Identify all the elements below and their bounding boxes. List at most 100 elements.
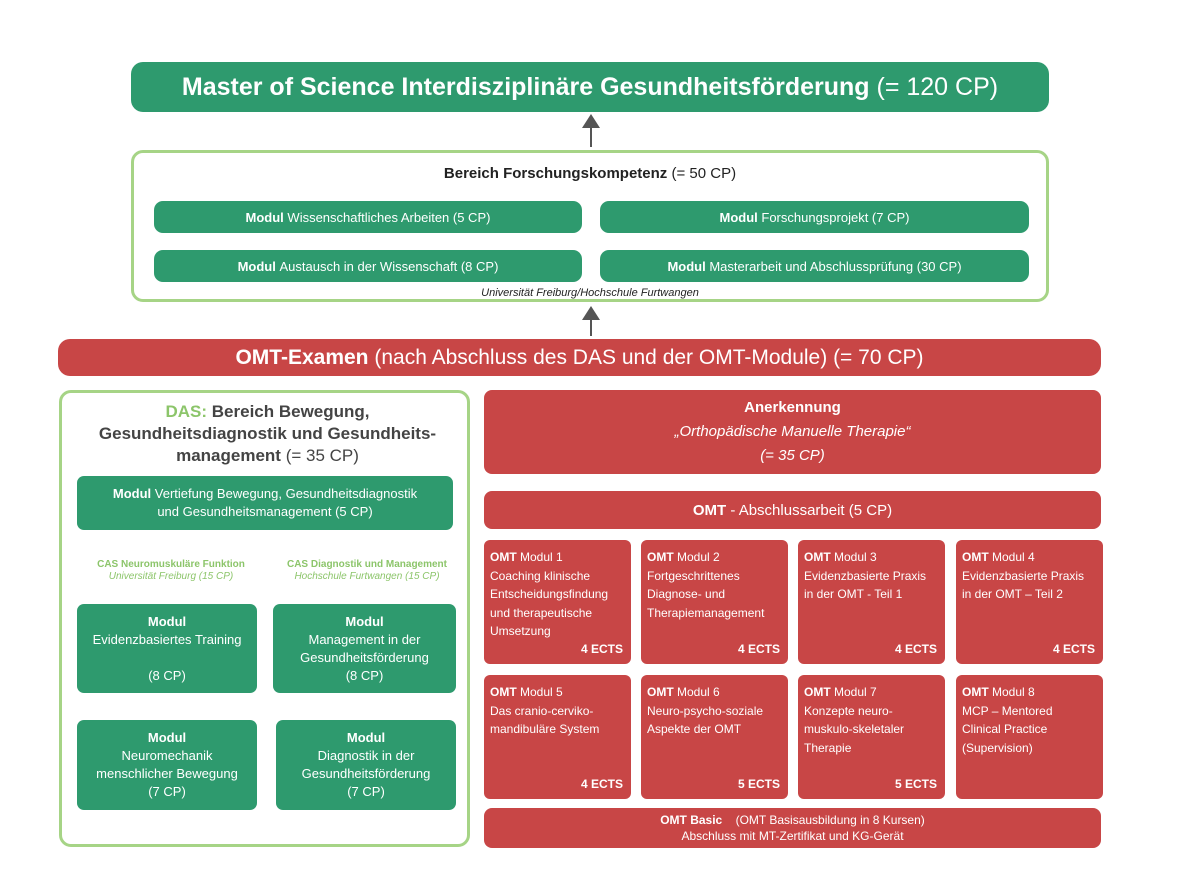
research-area-name: Bereich Forschungskompetenz: [443, 165, 668, 182]
omt-basic-detail: (OMT Basisausbildung in 8 Kursen): [735, 813, 925, 827]
omt-module-ects: 4 ECTS: [1052, 641, 1095, 656]
module-scientific-work: Modul Wissenschaftliches Arbeiten (5 CP): [154, 201, 582, 233]
omt-module-title: Modul 7: [834, 685, 877, 699]
omt-basic-title: OMT Basic: [660, 813, 723, 827]
module-line: Management in der: [308, 631, 421, 647]
omt-exam-detail: (nach Abschluss des DAS und der OMT-Modu…: [374, 345, 924, 369]
cas-neuromuscular: CAS Neuromuskuläre Funktion Universität …: [72, 559, 270, 583]
omt-module-title: Modul 2: [677, 550, 720, 564]
das-label: DAS:: [165, 402, 208, 421]
omt-module-desc: (Supervision): [962, 740, 1033, 755]
module-evidence-training: Modul Evidenzbasiertes Training (8 CP): [77, 604, 257, 693]
module-line: Diagnostik in der: [317, 748, 415, 763]
omt-module-ects: 4 ECTS: [894, 641, 937, 656]
omt-module-title: Modul 8: [992, 685, 1035, 699]
omt-module-desc: Konzepte neuro-: [804, 703, 893, 718]
research-competence-area: Bereich Forschungskompetenz (= 50 CP) Mo…: [131, 150, 1049, 302]
omt-module-ects: 4 ECTS: [580, 641, 623, 656]
omt-thesis-prefix: OMT: [692, 501, 727, 519]
omt-module-desc: und therapeutische: [490, 605, 593, 620]
cas-diagnostics: CAS Diagnostik und Management Hochschule…: [268, 559, 466, 583]
module-label: Masterarbeit und Abschlussprüfung (30 CP…: [709, 258, 962, 274]
omt-module-desc: Therapiemanagement: [647, 605, 765, 620]
module-master-thesis: Modul Masterarbeit und Abschlussprüfung …: [600, 250, 1029, 282]
module-label: Wissenschaftliches Arbeiten (5 CP): [287, 209, 491, 225]
module-line: und Gesundheitsmanagement (5 CP): [157, 504, 373, 519]
omt-module-desc: Coaching klinische: [490, 568, 591, 583]
recognition-box: Anerkennung „Orthopädische Manuelle Ther…: [484, 390, 1101, 474]
module-cp: (7 CP): [148, 784, 186, 799]
module-prefix: Modul: [667, 258, 706, 274]
omt-exam-header: OMT-Examen (nach Abschluss des DAS und d…: [58, 339, 1101, 376]
omt-module-title: Modul 1: [520, 550, 563, 564]
module-line: Gesundheitsförderung: [300, 649, 429, 665]
omt-exam-title: OMT-Examen: [235, 345, 369, 369]
module-prefix: Modul: [147, 613, 187, 629]
module-prefix: Modul: [112, 486, 152, 501]
omt-module-desc: Therapie: [804, 740, 852, 755]
module-neuromechanics: Modul Neuromechanik menschlicher Bewegun…: [77, 720, 257, 810]
omt-module-prefix: OMT: [490, 685, 517, 699]
module-cp: (8 CP): [148, 667, 186, 683]
omt-module-desc: Das cranio-cerviko-: [490, 703, 594, 718]
module-cp: (8 CP): [345, 667, 384, 683]
omt-module-desc: Evidenzbasierte Praxis: [962, 568, 1085, 583]
module-deepening: Modul Vertiefung Bewegung, Gesundheitsdi…: [77, 476, 453, 530]
omt-module-ects: 5 ECTS: [894, 776, 937, 791]
module-prefix: Modul: [237, 258, 276, 274]
omt-module-heading: OMT Modul 1: [490, 548, 625, 567]
module-prefix: Modul: [345, 613, 384, 629]
omt-module-desc: Clinical Practice: [962, 722, 1048, 736]
omt-module-title: Modul 3: [834, 550, 877, 564]
module-health-diagnostics: Modul Diagnostik in der Gesundheitsförde…: [276, 720, 456, 810]
cas-sub: Universität Freiburg (15 CP): [108, 571, 234, 582]
master-title: Master of Science Interdisziplinäre Gesu…: [181, 72, 870, 101]
module-health-management: Modul Management in der Gesundheitsförde…: [273, 604, 456, 693]
master-cp: (= 120 CP): [876, 72, 999, 101]
recognition-title: Anerkennung: [744, 399, 841, 416]
omt-module-title: Modul 4: [992, 550, 1035, 564]
university-note: Universität Freiburg/Hochschule Furtwang…: [481, 287, 699, 299]
omt-module-desc: Umsetzung: [490, 624, 551, 638]
arrow-up-icon: [582, 306, 600, 320]
module-cp: (7 CP): [347, 784, 385, 799]
omt-module-prefix: OMT: [962, 550, 989, 564]
module-science-exchange: Modul Austausch in der Wissenschaft (8 C…: [154, 250, 582, 282]
omt-module-prefix: OMT: [804, 550, 831, 564]
omt-module-desc: Evidenzbasierte Praxis: [804, 568, 927, 583]
module-line: Evidenzbasiertes Training: [92, 631, 242, 647]
research-area-cp: (= 50 CP): [671, 165, 737, 182]
arrow-up-icon: [582, 114, 600, 128]
omt-module-prefix: OMT: [647, 550, 674, 564]
das-title-text: Bereich Bewegung, Gesundheitsdiagnostik …: [98, 402, 437, 465]
omt-module-prefix: OMT: [962, 685, 989, 699]
omt-module-prefix: OMT: [647, 685, 674, 699]
module-label: Austausch in der Wissenschaft (8 CP): [279, 258, 499, 274]
cas-title: CAS Diagnostik und Management: [286, 559, 447, 570]
omt-module-ects: 5 ECTS: [737, 776, 780, 791]
omt-module-desc: in der OMT – Teil 2: [962, 587, 1063, 601]
omt-module-desc: MCP – Mentored: [962, 703, 1053, 718]
omt-module-desc: Aspekte der OMT: [647, 722, 742, 736]
omt-basic-box: OMT Basic (OMT Basisausbildung in 8 Kurs…: [484, 808, 1101, 848]
research-area-title: Bereich Forschungskompetenz (= 50 CP): [134, 165, 1046, 182]
module-line: menschlicher Bewegung: [96, 766, 238, 781]
module-prefix: Modul: [346, 730, 386, 745]
cas-sub: Hochschule Furtwangen (15 CP): [294, 571, 440, 582]
omt-module-desc: muskulo-skeletaler: [804, 722, 905, 736]
omt-module-title: Modul 6: [677, 685, 720, 699]
omt-module-prefix: OMT: [804, 685, 831, 699]
module-line: Vertiefung Bewegung, Gesundheitsdiagnost…: [154, 486, 418, 501]
omt-module-heading: OMT Modul 6: [647, 683, 782, 702]
das-area: DAS: Bereich Bewegung, Gesundheitsdiagno…: [59, 390, 470, 847]
omt-module-desc: Entscheidungsfindung: [490, 587, 609, 601]
das-cp: (= 35 CP): [285, 446, 359, 465]
omt-module-heading: OMT Modul 7: [804, 683, 939, 702]
